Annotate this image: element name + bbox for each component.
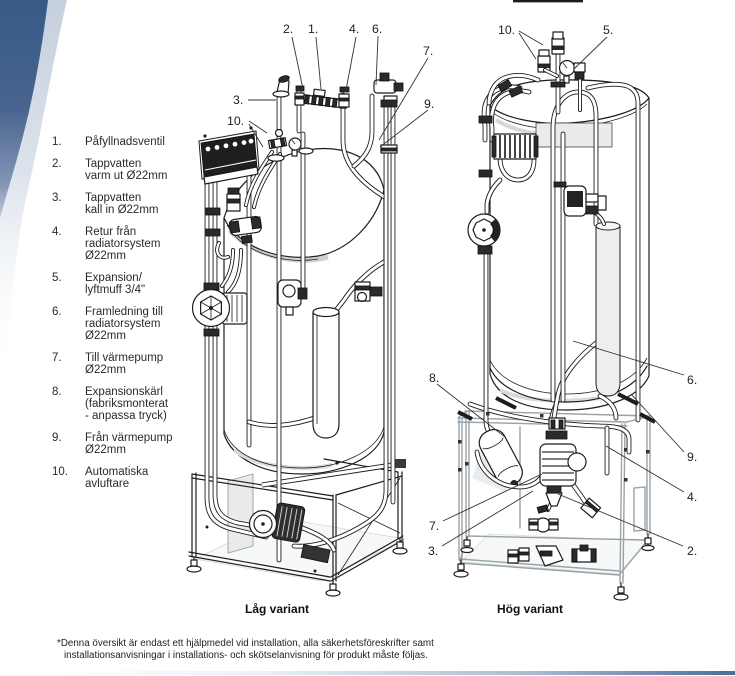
svg-text:3.: 3. [428,544,438,558]
svg-text:10.: 10. [227,114,244,128]
svg-text:4.: 4. [349,22,359,36]
svg-text:10.: 10. [498,23,515,37]
svg-text:8.: 8. [429,371,439,385]
svg-text:3.: 3. [233,93,243,107]
svg-text:4.: 4. [687,490,697,504]
svg-text:1.: 1. [308,22,318,36]
svg-text:6.: 6. [687,373,697,387]
svg-text:2.: 2. [687,544,697,558]
svg-text:5.: 5. [603,23,613,37]
svg-text:9.: 9. [687,450,697,464]
svg-text:2.: 2. [283,22,293,36]
svg-text:7.: 7. [429,519,439,533]
svg-text:7.: 7. [423,44,433,58]
svg-text:6.: 6. [372,22,382,36]
svg-text:9.: 9. [424,97,434,111]
